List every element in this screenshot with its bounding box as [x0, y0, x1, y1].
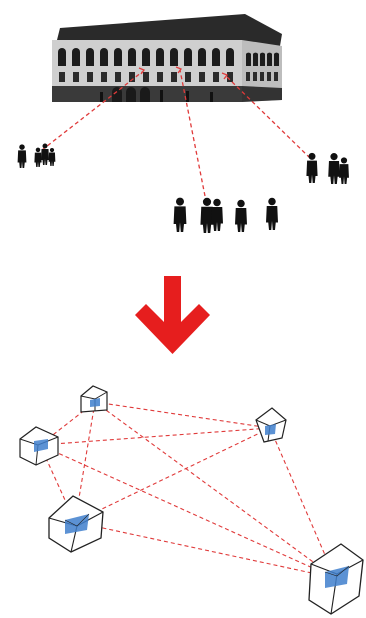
building-window	[260, 53, 265, 66]
link-right-middle	[75, 428, 270, 522]
crowd-right-group	[306, 153, 349, 184]
building-window	[86, 48, 94, 66]
building-window	[157, 72, 163, 82]
crowd-center-group	[174, 198, 278, 233]
building-window	[246, 72, 250, 81]
person-silhouette	[41, 144, 49, 166]
link-top-right	[95, 402, 270, 428]
building-window	[185, 72, 191, 82]
building-window	[72, 48, 80, 66]
person-silhouette	[306, 153, 317, 183]
building-window	[170, 48, 178, 66]
person-silhouette	[339, 157, 349, 184]
building-side-base	[242, 86, 282, 102]
building-window	[212, 48, 220, 66]
person-silhouette	[266, 198, 278, 230]
camera-middle	[49, 496, 103, 552]
building-window	[260, 72, 264, 81]
building-window	[267, 72, 271, 81]
camera-bottom-right	[309, 544, 363, 614]
person-silhouette	[18, 144, 27, 168]
building-window	[246, 53, 251, 66]
person-silhouette	[211, 199, 223, 231]
building-window	[143, 72, 149, 82]
building-entrance	[112, 87, 150, 102]
building-window	[213, 72, 219, 82]
building-window	[59, 72, 65, 82]
building-window	[101, 72, 107, 82]
link-middle-bottomright	[75, 522, 335, 578]
building-window	[156, 48, 164, 66]
building-window	[142, 48, 150, 66]
person-silhouette	[49, 148, 56, 166]
building-window	[198, 48, 206, 66]
building-photo	[52, 14, 282, 102]
camera-top	[81, 386, 107, 412]
building-window	[199, 72, 205, 82]
building-window	[87, 72, 93, 82]
crowd-left-group	[18, 144, 56, 169]
down-arrow	[135, 276, 210, 354]
link-left-right	[40, 428, 270, 445]
building-window	[115, 72, 121, 82]
building-window	[267, 53, 272, 66]
building-window	[100, 48, 108, 66]
camera-left	[20, 427, 58, 465]
building-window	[253, 53, 258, 66]
camera-links	[40, 402, 335, 578]
building-window	[58, 48, 66, 66]
person-silhouette	[174, 198, 187, 232]
building-window	[226, 48, 234, 66]
building-window	[128, 48, 136, 66]
camera-right	[256, 408, 286, 442]
building-window	[274, 53, 279, 66]
building-window	[184, 48, 192, 66]
person-silhouette	[235, 200, 247, 232]
building-window	[171, 72, 177, 82]
person-silhouette	[328, 153, 340, 184]
building-window	[274, 72, 278, 81]
building-window	[114, 48, 122, 66]
building-window	[253, 72, 257, 81]
building-window	[73, 72, 79, 82]
person-silhouette	[34, 148, 41, 167]
